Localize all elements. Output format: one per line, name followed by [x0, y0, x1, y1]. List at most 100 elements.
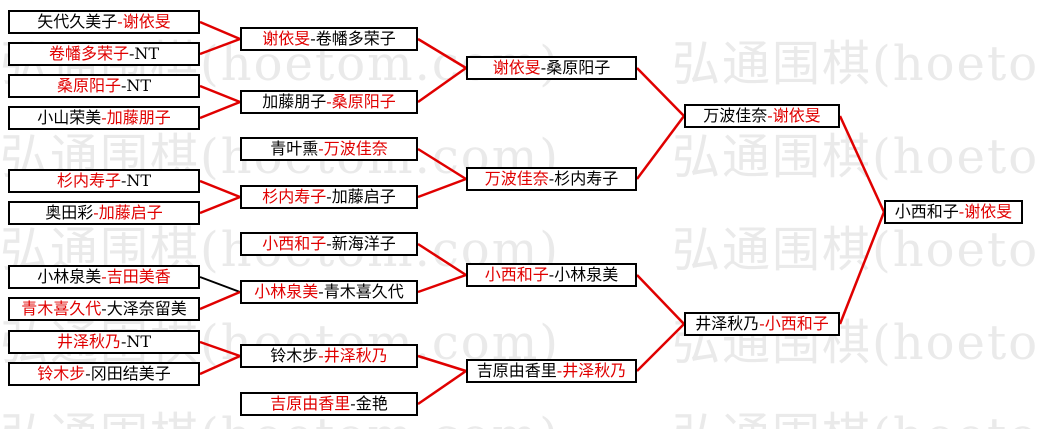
connector-line	[199, 20, 241, 41]
connector-line	[417, 369, 467, 406]
match-box-r2-8: 吉原由香里-金艳	[240, 392, 418, 416]
player-2-name: -谢依旻	[117, 12, 171, 31]
player-2-name: -万波佳奈	[318, 139, 388, 158]
watermark-text: 弘通围棋(hoetom.com)	[672, 222, 1039, 278]
player-1-name: 万波佳奈	[703, 106, 768, 125]
player-2-name: -小西和子	[759, 314, 829, 333]
player-2-name: -加藤启子	[93, 203, 163, 222]
player-1-name: 小山荣美	[37, 108, 102, 127]
player-2-name: -井泽秋乃	[556, 361, 627, 380]
match-box-r2-7: 铃木步-井泽秋乃	[240, 344, 418, 368]
connector-line	[417, 354, 467, 373]
player-1-name: 桑原阳子	[56, 76, 121, 95]
player-2-name: -谢依旻	[958, 202, 1013, 221]
watermark-text: 弘通围棋(hoetom.com)	[0, 408, 672, 429]
connector-line	[199, 290, 241, 311]
match-box-r1-6: 奥田彩-加藤启子	[8, 201, 200, 225]
connector-line	[417, 147, 467, 181]
player-1-name: 矢代久美子	[37, 12, 118, 31]
match-box-r2-1: 谢依旻-卷幡多荣子	[240, 27, 418, 51]
connector-line	[838, 211, 886, 325]
match-box-r1-5: 杉内寿子-NT	[8, 169, 200, 193]
connector-line	[635, 115, 686, 180]
connector-line	[199, 84, 241, 104]
match-box-r3-2: 万波佳奈-杉内寿子	[466, 167, 637, 191]
player-2-name: -吉田美香	[101, 267, 171, 286]
player-1-name: 铃木步	[270, 346, 319, 365]
player-1-name: 奥田彩	[45, 203, 94, 222]
player-2-name: -冈田结美子	[85, 364, 171, 383]
player-1-name: 吉原由香里	[270, 394, 351, 413]
watermark-text: 弘通围棋(hoetom.com)	[672, 36, 1039, 92]
connector-line	[417, 177, 467, 199]
match-box-r1-8: 青木喜久代-大泽奈留美	[8, 297, 200, 321]
match-box-r2-6: 小林泉美-青木喜久代	[240, 280, 418, 304]
connector-line	[636, 274, 685, 325]
match-box-r1-3: 桑原阳子-NT	[8, 74, 200, 98]
player-2-name: -井泽秋乃	[318, 346, 388, 365]
connector-line-black	[199, 276, 241, 293]
player-1-name: 谢依旻	[262, 29, 311, 48]
player-2-name: -加藤启子	[326, 187, 396, 206]
player-2-name: -青木喜久代	[318, 282, 404, 301]
player-2-name: -NT	[120, 332, 152, 351]
player-1-name: 杉内寿子	[262, 187, 327, 206]
match-box-r2-4: 杉内寿子-加藤启子	[240, 185, 418, 209]
player-2-name: -杉内寿子	[548, 169, 619, 188]
match-box-r3-1: 谢依旻-桑原阳子	[466, 56, 637, 80]
player-2-name: -谢依旻	[767, 106, 821, 125]
player-1-name: 谢依旻	[492, 58, 541, 77]
player-1-name: 卷幡多荣子	[48, 44, 129, 63]
watermark-row: 弘通围棋(hoetom.com)弘通围棋(hoetom.com)	[0, 408, 1039, 429]
player-2-name: -加藤朋子	[101, 108, 171, 127]
player-2-name: -大泽奈留美	[101, 299, 187, 318]
connector-line	[838, 115, 886, 213]
player-1-name: 小林泉美	[254, 282, 319, 301]
connector-line	[636, 323, 685, 372]
player-2-name: -金艳	[350, 394, 388, 413]
player-1-name: 小林泉美	[37, 267, 102, 286]
match-box-semi-1: 万波佳奈-谢依旻	[684, 104, 840, 128]
player-2-name: -桑原阳子	[326, 92, 396, 111]
player-1-name: 小西和子	[484, 265, 549, 284]
match-box-r1-1: 矢代久美子-谢依旻	[8, 10, 200, 34]
player-1-name: 青叶熏	[270, 139, 319, 158]
final-match-box: 小西和子-谢依旻	[884, 200, 1023, 224]
connector-line	[636, 67, 685, 117]
match-box-r2-3: 青叶熏-万波佳奈	[240, 137, 418, 161]
player-2-name: -新海洋子	[326, 234, 396, 253]
watermark-text: 弘通围棋(hoetom.com)	[672, 129, 1039, 185]
player-1-name: 井泽秋乃	[695, 314, 760, 333]
player-2-name: -NT	[128, 44, 160, 63]
player-1-name: 小西和子	[894, 202, 959, 221]
match-box-r3-4: 吉原由香里-井泽秋乃	[466, 359, 637, 383]
match-box-r1-2: 卷幡多荣子-NT	[8, 42, 200, 66]
player-2-name: -小林泉美	[548, 265, 619, 284]
player-1-name: 杉内寿子	[56, 171, 121, 190]
connector-line	[199, 354, 241, 376]
connector-line	[199, 179, 241, 199]
match-box-r3-3: 小西和子-小林泉美	[466, 263, 637, 287]
player-1-name: 铃木步	[37, 364, 86, 383]
connector-line	[199, 100, 241, 120]
player-1-name: 吉原由香里	[476, 361, 557, 380]
connector-line	[199, 340, 241, 358]
connector-line	[417, 37, 467, 70]
match-box-r1-7: 小林泉美-吉田美香	[8, 265, 200, 289]
player-2-name: -NT	[120, 76, 152, 95]
connector-line	[199, 37, 241, 56]
connector-line	[417, 66, 467, 104]
player-2-name: -桑原阳子	[540, 58, 611, 77]
player-1-name: 小西和子	[262, 234, 327, 253]
player-1-name: 青木喜久代	[21, 299, 102, 318]
player-2-name: -NT	[120, 171, 152, 190]
player-2-name: -卷幡多荣子	[310, 29, 396, 48]
connector-line	[417, 273, 467, 294]
match-box-r2-5: 小西和子-新海洋子	[240, 232, 418, 256]
connector-line	[199, 195, 241, 215]
match-box-r1-10: 铃木步-冈田结美子	[8, 362, 200, 386]
connector-line	[417, 242, 467, 277]
match-box-r1-9: 井泽秋乃-NT	[8, 330, 200, 354]
